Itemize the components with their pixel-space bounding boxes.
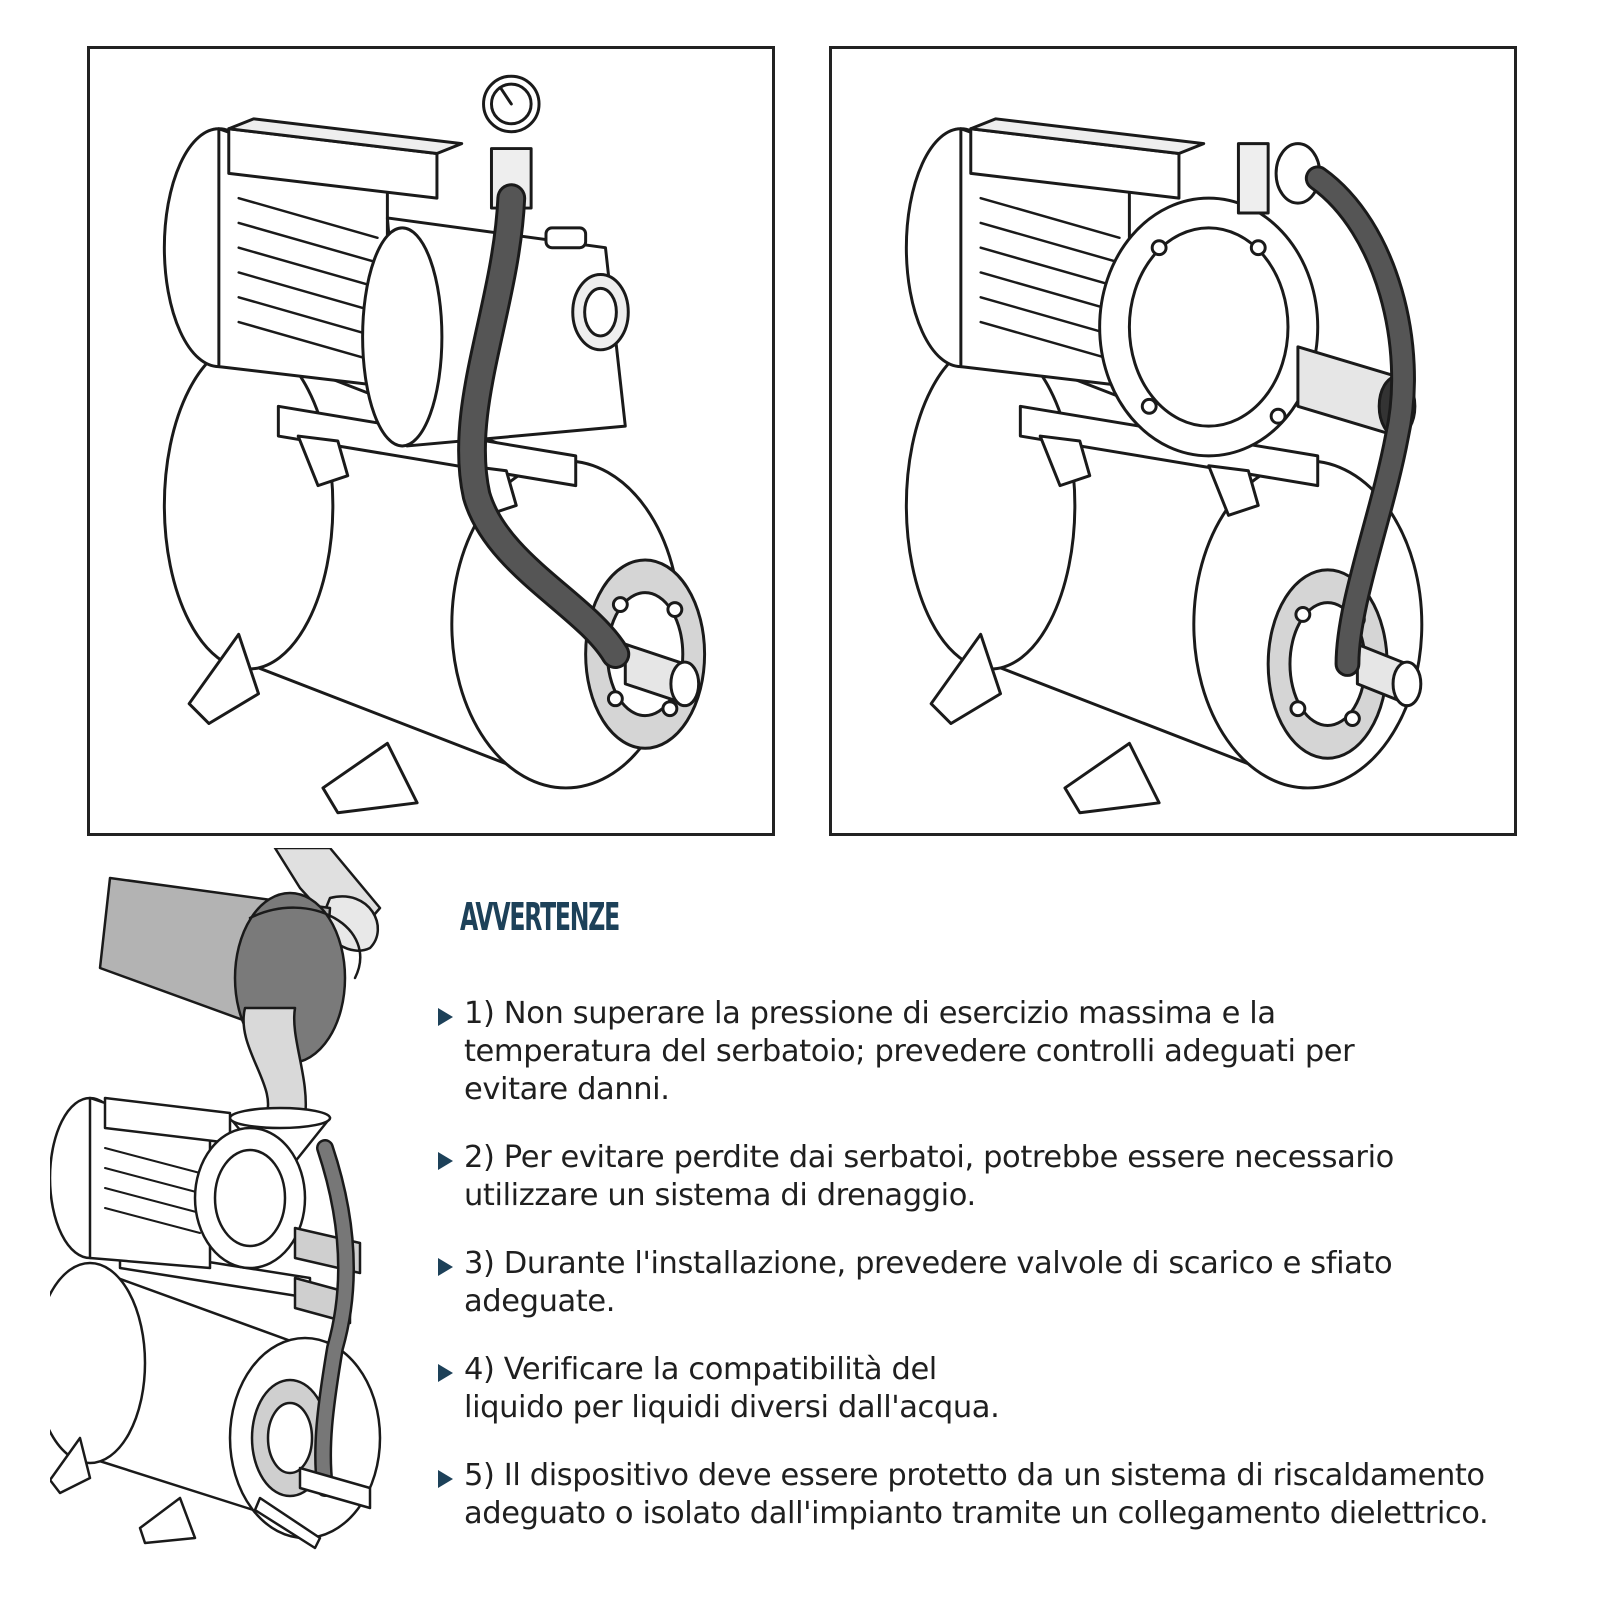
warning-text: 2) Per evitare perdite dai serbatoi, pot… [464,1140,1394,1213]
pump-illustration-right [829,46,1517,836]
triangle-bullet-icon [438,1152,453,1170]
warning-item: 1) Non superare la pressione di esercizi… [438,995,1588,1109]
pump-with-side-gauge-icon [904,117,1424,815]
tank-left-end [904,340,1077,671]
pump-with-pressure-gauge-icon [162,74,707,815]
warning-text: 3) Durante l'installazione, prevedere va… [464,1246,1393,1319]
triangle-bullet-icon [438,1364,453,1382]
bucket-priming-pump-icon [50,848,382,1550]
triangle-bullet-icon [438,1008,453,1026]
tank-left-end [162,340,335,671]
triangle-bullet-icon [438,1470,453,1488]
warning-item: 5) Il dispositivo deve essere protetto d… [438,1457,1588,1533]
warning-item: 4) Verificare la compatibilità del liqui… [438,1351,1588,1427]
tank-foot-right [321,741,419,815]
warning-text: 1) Non superare la pressione di esercizi… [464,996,1355,1107]
warning-item: 2) Per evitare perdite dai serbatoi, pot… [438,1139,1588,1215]
warnings-title: AVVERTENZE [460,895,620,939]
pump-illustration-left [87,46,775,836]
triangle-bullet-icon [438,1258,453,1276]
warning-text: 5) Il dispositivo deve essere protetto d… [464,1458,1489,1531]
warnings-list: 1) Non superare la pressione di esercizi… [438,995,1588,1563]
warning-text: 4) Verificare la compatibilità del liqui… [464,1352,1000,1425]
warning-item: 3) Durante l'installazione, prevedere va… [438,1245,1588,1321]
tank-foot-left [187,632,261,726]
priming-illustration [50,848,450,1558]
